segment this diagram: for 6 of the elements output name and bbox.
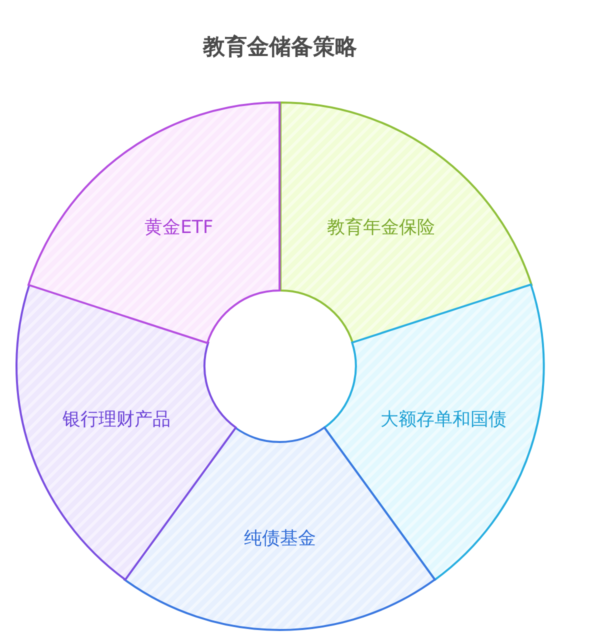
segment-label: 银行理财产品 [62,408,170,432]
chart-title: 教育金储备策略 [202,34,358,62]
segment-label: 纯债基金 [244,526,316,550]
segment-label: 黄金ETF [144,216,214,239]
segment-label: 教育年金保险 [327,216,436,239]
segment-label: 大额存单和国债 [380,408,507,432]
